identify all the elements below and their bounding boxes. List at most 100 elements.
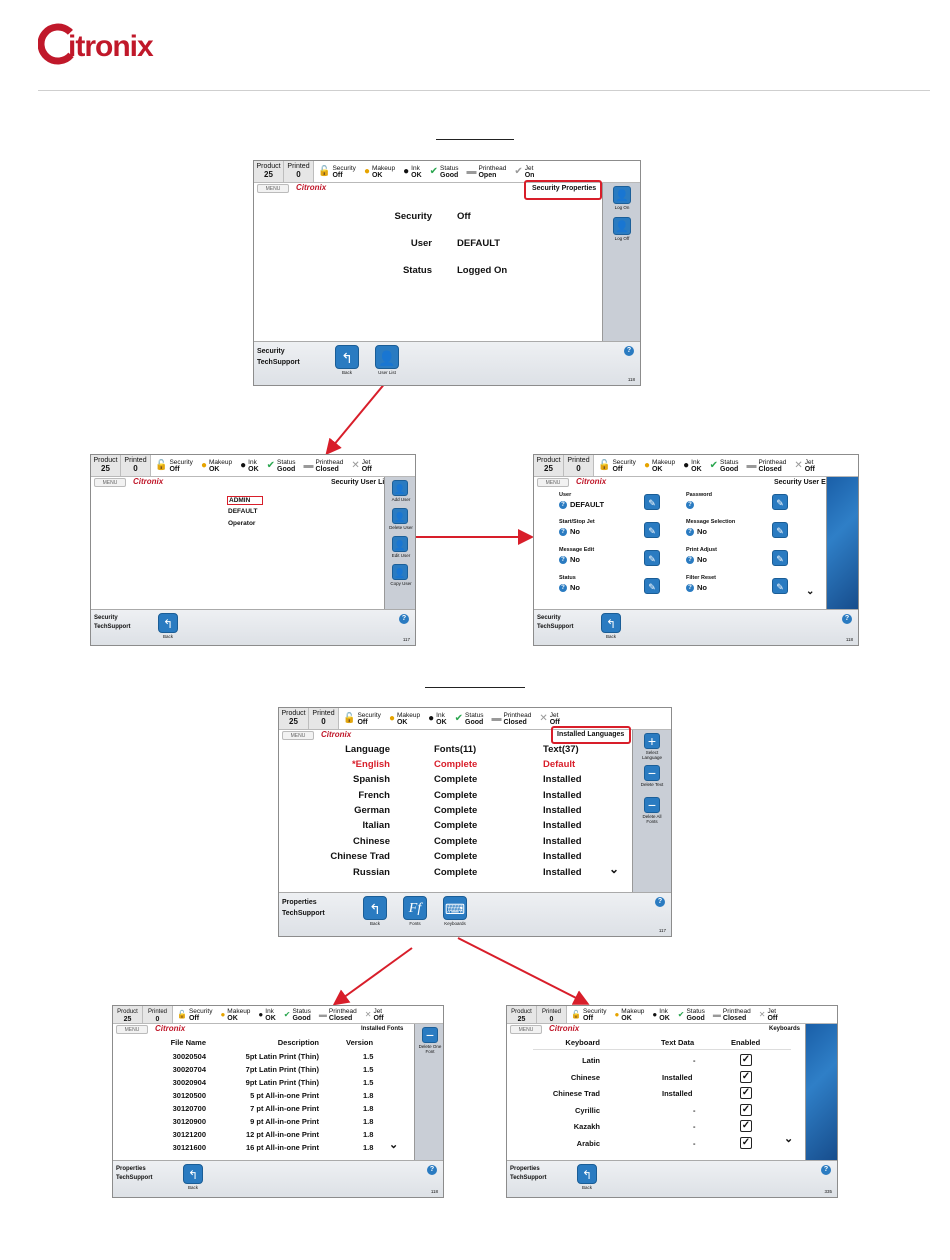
language-row[interactable]: Spanish bbox=[353, 774, 390, 785]
edit-password-button[interactable]: ✎ bbox=[772, 494, 788, 510]
menu-tab[interactable]: MENU bbox=[282, 731, 314, 740]
delete-text-button[interactable]: − bbox=[644, 765, 660, 781]
keyboard-row[interactable]: Arabic bbox=[576, 1139, 600, 1148]
enabled-checkbox[interactable]: ✓ bbox=[740, 1087, 752, 1099]
keyboards-button[interactable]: ⌨ bbox=[443, 896, 467, 920]
delete-all-fonts-button[interactable]: − bbox=[644, 797, 660, 813]
menu-tab[interactable]: MENU bbox=[94, 478, 126, 487]
help-icon[interactable]: ? bbox=[559, 584, 567, 593]
enabled-checkbox[interactable]: ✓ bbox=[740, 1120, 752, 1132]
menu-tab[interactable]: MENU bbox=[510, 1025, 542, 1034]
user-list-button[interactable]: 👤 bbox=[375, 345, 399, 369]
help-icon[interactable]: ? bbox=[842, 614, 852, 624]
edit-user-button[interactable]: ✎ bbox=[644, 494, 660, 510]
font-row[interactable]: 30120700 bbox=[172, 1104, 206, 1113]
enabled-checkbox[interactable]: ✓ bbox=[740, 1071, 752, 1083]
help-icon[interactable]: ? bbox=[624, 346, 634, 356]
user-list-item-admin[interactable]: ADMIN bbox=[227, 496, 264, 505]
edit-message-edit-button[interactable]: ✎ bbox=[644, 550, 660, 566]
chevron-down-icon[interactable]: ⌄ bbox=[389, 1139, 399, 1151]
language-row-english[interactable]: *English bbox=[351, 759, 390, 770]
help-icon[interactable]: ? bbox=[427, 1165, 437, 1175]
back-button[interactable]: ↰ bbox=[183, 1164, 203, 1184]
font-row[interactable]: 30120900 bbox=[172, 1117, 206, 1126]
copy-user-button[interactable]: 👤 bbox=[392, 564, 408, 580]
chevron-down-icon[interactable]: ⌄ bbox=[806, 586, 815, 597]
language-row[interactable]: Chinese bbox=[353, 836, 390, 847]
edit-start-stop-jet-button[interactable]: ✎ bbox=[644, 522, 660, 538]
language-row[interactable]: Russian bbox=[353, 867, 390, 878]
user-list-item-operator[interactable]: Operator bbox=[228, 520, 256, 527]
keyboard-row[interactable]: Kazakh bbox=[573, 1122, 600, 1131]
edit-message-selection-button[interactable]: ✎ bbox=[772, 522, 788, 538]
help-icon[interactable]: ? bbox=[686, 584, 694, 593]
edit-print-adjust-button[interactable]: ✎ bbox=[772, 550, 788, 566]
chevron-down-icon[interactable]: ⌄ bbox=[609, 862, 620, 876]
help-icon[interactable]: ? bbox=[686, 501, 694, 510]
back-button[interactable]: ↰ bbox=[577, 1164, 597, 1184]
help-icon[interactable]: ? bbox=[686, 528, 694, 537]
back-button[interactable]: ↰ bbox=[363, 896, 387, 920]
select-language-button[interactable]: + bbox=[644, 733, 660, 749]
menu-tab[interactable]: MENU bbox=[537, 478, 569, 487]
edit-filter-reset-button[interactable]: ✎ bbox=[772, 578, 788, 594]
language-row[interactable]: Chinese Trad bbox=[330, 851, 390, 862]
help-icon[interactable]: ? bbox=[655, 897, 665, 907]
log-on-button[interactable]: 👤 bbox=[613, 186, 631, 204]
keyboard-row[interactable]: Chinese Trad bbox=[552, 1089, 600, 1098]
help-icon[interactable]: ? bbox=[821, 1165, 831, 1175]
enabled-checkbox[interactable]: ✓ bbox=[740, 1137, 752, 1149]
font-row[interactable]: 30020504 bbox=[172, 1052, 206, 1061]
font-row[interactable]: 30121200 bbox=[172, 1130, 206, 1139]
enabled-checkbox[interactable]: ✓ bbox=[740, 1054, 752, 1066]
user-list-item-default[interactable]: DEFAULT bbox=[228, 508, 258, 515]
help-icon[interactable]: ? bbox=[559, 528, 567, 537]
font-row[interactable]: 30121600 bbox=[172, 1143, 206, 1152]
keyboard-row[interactable]: Latin bbox=[582, 1056, 600, 1065]
delete-user-button[interactable]: 👤 bbox=[392, 508, 408, 524]
enabled-checkbox[interactable]: ✓ bbox=[740, 1104, 752, 1116]
language-row[interactable]: French bbox=[358, 790, 390, 801]
menu-tab[interactable]: MENU bbox=[116, 1025, 148, 1034]
edit-user-button[interactable]: 👤 bbox=[392, 536, 408, 552]
font-row[interactable]: 30020704 bbox=[172, 1065, 206, 1074]
language-row[interactable]: Italian bbox=[362, 820, 390, 831]
help-icon[interactable]: ? bbox=[559, 556, 567, 565]
language-row[interactable]: German bbox=[354, 805, 390, 816]
font-row[interactable]: 30020904 bbox=[172, 1078, 206, 1087]
chevron-down-icon[interactable]: ⌄ bbox=[784, 1133, 794, 1145]
